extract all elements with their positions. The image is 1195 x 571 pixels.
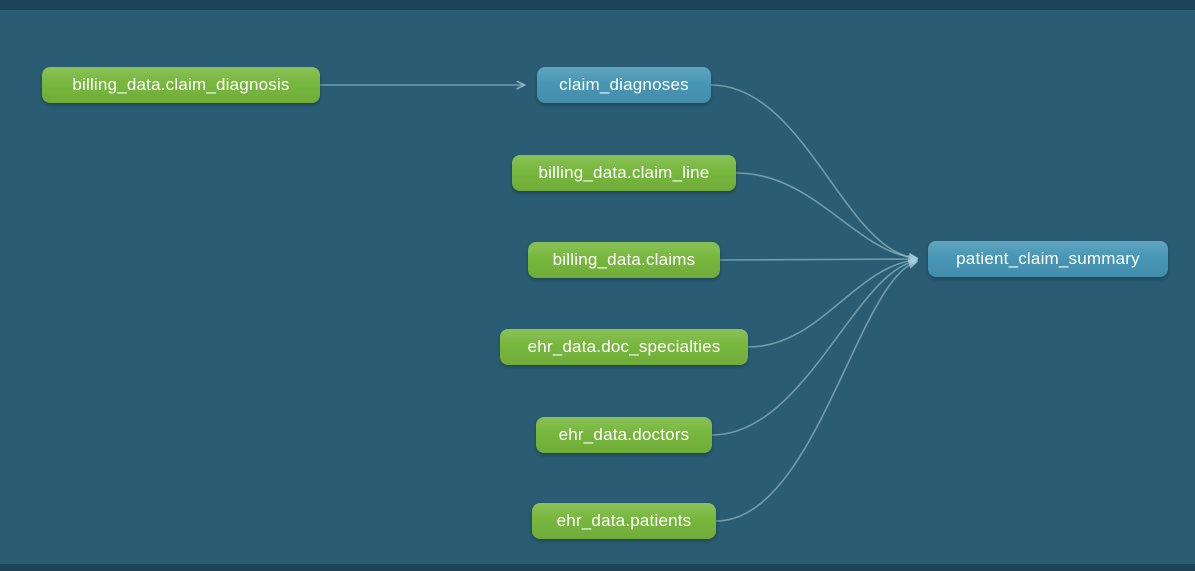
node-billing-data-claims[interactable]: billing_data.claims (528, 242, 720, 278)
edge-claim-line-to-patient-claim-summary (735, 172, 916, 258)
node-claim-diagnoses[interactable]: claim_diagnoses (537, 67, 711, 103)
edge-patients-to-patient-claim-summary (715, 262, 916, 522)
node-ehr-data-doc-specialties[interactable]: ehr_data.doc_specialties (500, 329, 748, 365)
edge-claim-diagnoses-to-patient-claim-summary (710, 84, 916, 258)
edge-claims-to-patient-claim-summary (719, 259, 916, 260)
node-billing-data-claim-line[interactable]: billing_data.claim_line (512, 155, 736, 191)
node-billing-data-claim-diagnosis[interactable]: billing_data.claim_diagnosis (42, 67, 320, 103)
edge-doctors-to-patient-claim-summary (711, 261, 916, 436)
node-ehr-data-patients[interactable]: ehr_data.patients (532, 503, 716, 539)
top-frame-border (0, 0, 1195, 10)
node-patient-claim-summary[interactable]: patient_claim_summary (928, 241, 1168, 277)
bottom-frame-border (0, 564, 1195, 571)
node-ehr-data-doctors[interactable]: ehr_data.doctors (536, 417, 712, 453)
edge-doc-specialties-to-patient-claim-summary (747, 260, 916, 348)
